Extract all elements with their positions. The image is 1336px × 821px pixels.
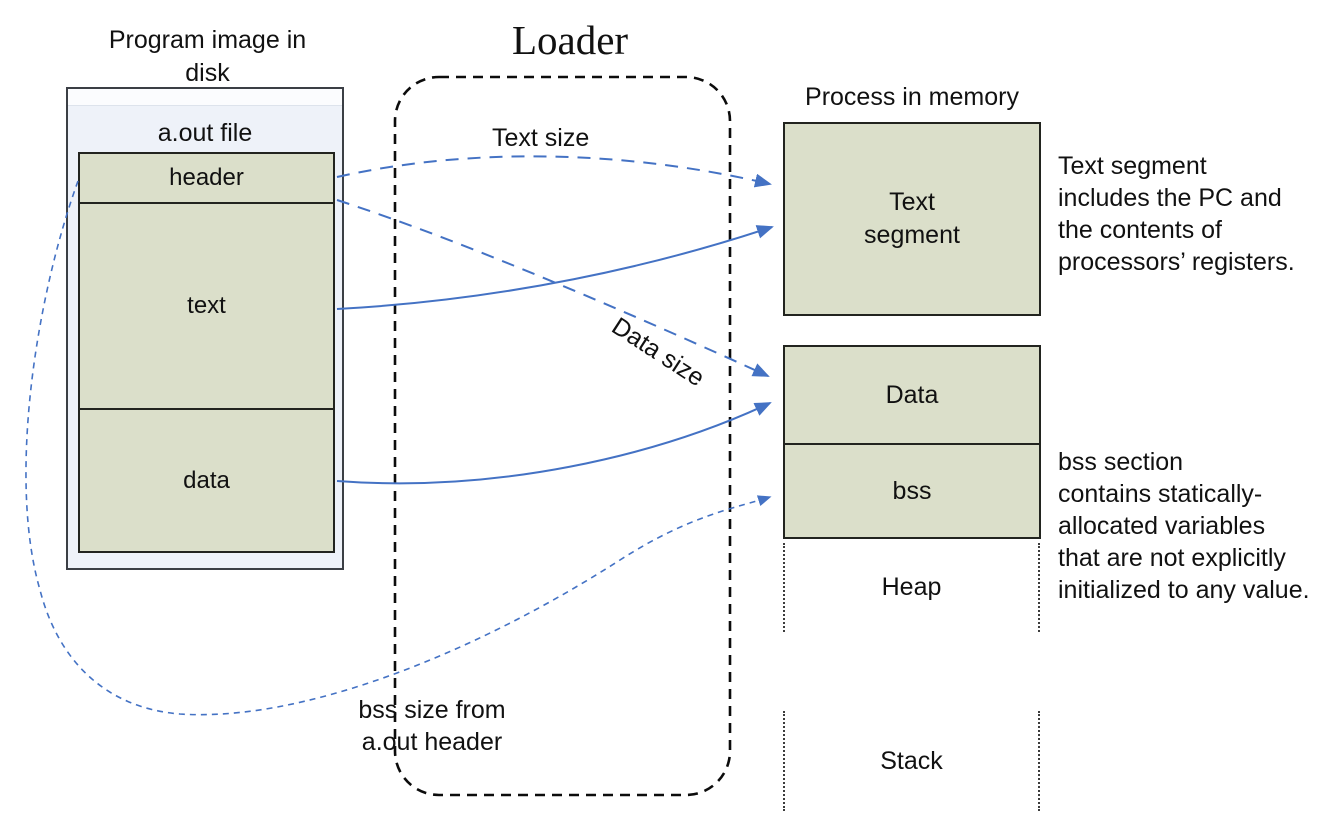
aout-file-top-band: [68, 89, 342, 106]
arrow-data-copy: [336, 402, 772, 485]
text-size-label: Text size: [492, 124, 590, 152]
memory-heap-section: Heap: [783, 543, 1040, 632]
disk-section-data: data: [183, 466, 230, 494]
aout-file-label: a.out file: [157, 119, 253, 147]
memory-data-cell: Data: [785, 347, 1039, 445]
loader-outline: [393, 75, 732, 797]
arrow-text-copy: [336, 225, 774, 310]
text-segment-note: Text segment includes the PC and the con…: [1058, 152, 1295, 276]
bss-note: bss section contains statically- allocat…: [1058, 448, 1310, 604]
disk-sections-box: header text data: [78, 152, 335, 553]
arrow-data-size: [336, 199, 770, 377]
memory-text-segment-box: Text segment: [783, 122, 1041, 316]
disk-section-header: header: [80, 154, 333, 204]
memory-stack-section: Stack: [783, 711, 1040, 811]
memory-bss-cell: bss: [892, 476, 932, 505]
memory-title: Process in memory: [805, 83, 1019, 111]
disk-section-text: text: [80, 204, 333, 410]
memory-data-bss-box: Data bss: [783, 345, 1041, 539]
disk-title: Program image in disk: [108, 26, 307, 87]
arrow-text-size: [336, 155, 772, 188]
bss-size-label: bss size from a.out header: [358, 696, 506, 756]
loader-title: Loader: [511, 17, 629, 63]
data-size-label: Data size: [606, 312, 710, 393]
